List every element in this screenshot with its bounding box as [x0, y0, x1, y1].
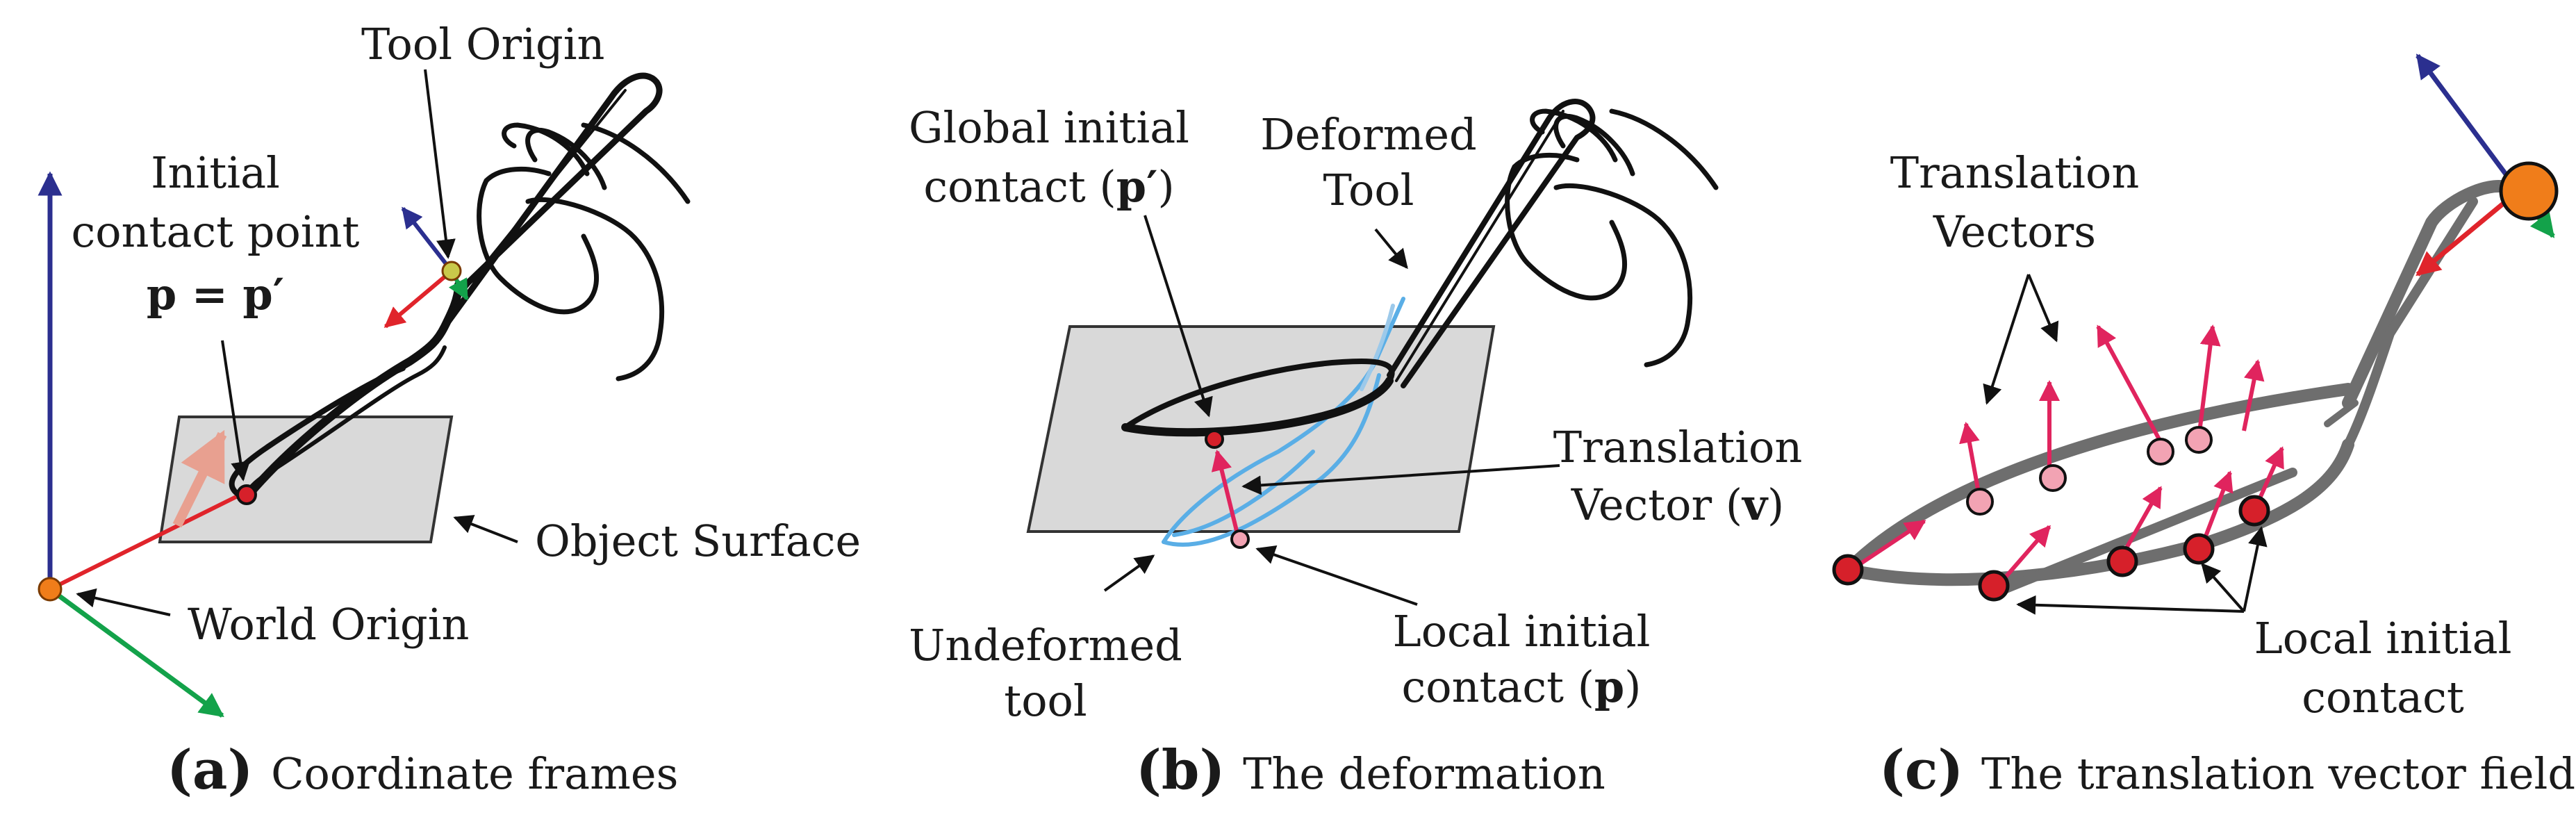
translation-vector-v [1211, 450, 1240, 537]
local-contact-point [1230, 529, 1250, 549]
global-contact-label-line2: contact (p′) [923, 161, 1174, 212]
local-contact-label-line2: contact (p) [1402, 661, 1642, 712]
panel-a: Tool Origin Initial contact point p = p′… [38, 19, 861, 802]
initial-contact-label-line2: contact point [72, 206, 360, 257]
tool-origin-frame [383, 206, 469, 329]
translation-vectors-label-line1: Translation [1890, 147, 2140, 198]
tool-frame-z-c [2416, 54, 2520, 193]
panel-c: Translation Vectors Local initial contac… [1832, 54, 2575, 802]
world-to-contact-vector [49, 491, 245, 591]
undeformed-tool-label-line2: tool [1004, 675, 1087, 726]
initial-contact-point [236, 484, 257, 505]
global-contact-label-line1: Global initial [909, 102, 1189, 153]
translation-vector-label-line1: Translation [1553, 422, 1803, 472]
tool-origin-marker-icon-c [2499, 161, 2559, 221]
local-contact-label-line1: Local initial [1393, 606, 1651, 657]
translated-contact-points [1966, 426, 2213, 516]
local-contact-points [1832, 495, 2270, 602]
hand-icon-b [1505, 108, 1719, 368]
tool-origin-marker-icon [441, 261, 462, 281]
hand-icon [477, 122, 691, 381]
translation-vector-label-line2: Vector (v) [1571, 479, 1785, 530]
caption-b: (b) The deformation [1136, 739, 1605, 802]
world-origin-marker-icon [38, 577, 63, 602]
tool-origin-label: Tool Origin [361, 19, 604, 69]
deformed-tool-label-line1: Deformed [1260, 109, 1476, 160]
local-initial-contact-label-line1: Local initial [2254, 613, 2512, 664]
tool-frame-x-c [2416, 189, 2520, 277]
spoon-tool-gray [1842, 180, 2514, 595]
deformed-tool [1121, 99, 1596, 437]
global-contact-point [1205, 429, 1224, 449]
undeformed-tool-label-line1: Undeformed [909, 620, 1182, 670]
deformed-tool-label-line2: Tool [1323, 165, 1414, 215]
world-to-contact-vector-head [172, 429, 227, 528]
translation-vectors-label-line2: Vectors [1933, 206, 2096, 257]
panel-b: Global initial contact (p′) Deformed Too… [909, 99, 1803, 802]
object-surface-label: Object Surface [535, 516, 861, 566]
initial-contact-label-line1: Initial [151, 147, 280, 198]
local-initial-contact-label-line2: contact [2302, 672, 2464, 723]
caption-c: (c) The translation vector field [1879, 739, 2575, 802]
object-surface-plane [158, 416, 454, 543]
world-x-axis [48, 587, 224, 718]
caption-a: (a) Coordinate frames [167, 739, 678, 802]
initial-contact-equation: p = p′ [147, 269, 284, 320]
world-origin-label: World Origin [188, 599, 469, 650]
translation-vector-field [1850, 324, 2284, 592]
